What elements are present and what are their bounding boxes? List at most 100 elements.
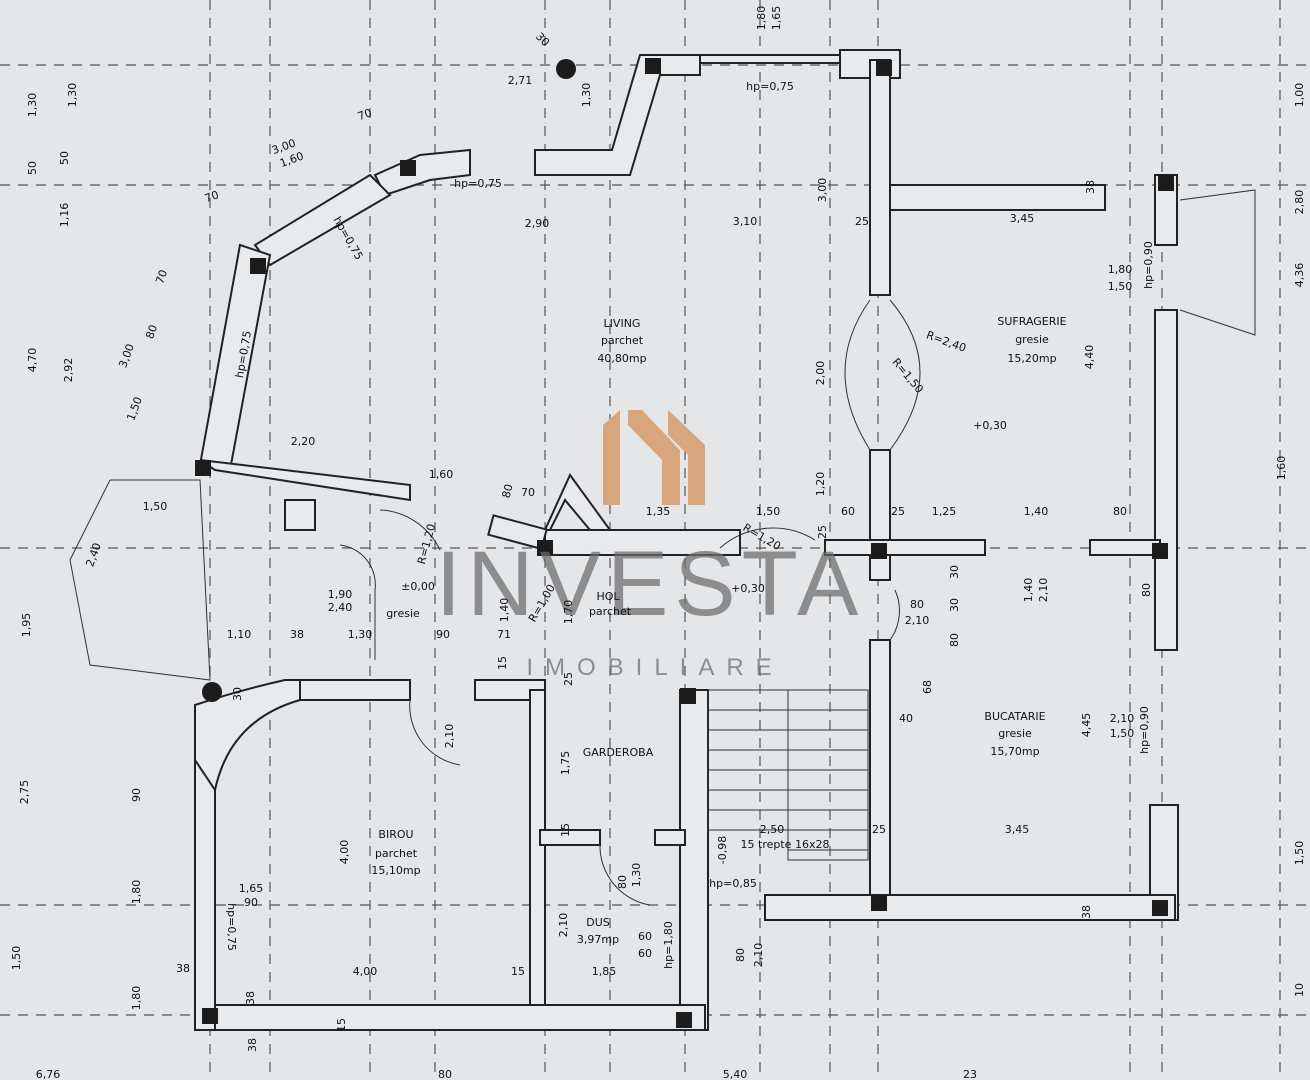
dimension-label: 30 <box>948 598 961 612</box>
dimension-label: 2,71 <box>508 74 533 87</box>
dimension-label: 70 <box>203 188 221 205</box>
dimension-label: 3,00 <box>116 342 137 369</box>
svg-text:HOL: HOL <box>596 590 620 603</box>
dimension-label: 38 <box>246 1038 259 1052</box>
dimension-label: 15 <box>511 965 525 978</box>
dimension-label: 80 <box>948 633 961 647</box>
dimension-label: 3,10 <box>733 215 758 228</box>
logo-mark <box>603 410 620 505</box>
dimension-label: 1,50 <box>1293 841 1306 866</box>
stairs <box>707 689 869 861</box>
dimension-label: 1,50 <box>756 505 781 518</box>
svg-text:gresie: gresie <box>1015 333 1049 346</box>
room-dus: DUS 3,97mp <box>577 916 619 946</box>
dimension-label: 1,85 <box>592 965 617 978</box>
dimension-label: 1,20 <box>814 472 827 497</box>
dimension-label: 80 <box>438 1068 452 1080</box>
dimension-label: 4,36 <box>1293 263 1306 288</box>
dimension-label: 1,80 <box>130 986 143 1011</box>
dimension-label: 1,90 <box>328 588 353 601</box>
dimension-label: 1,30 <box>580 83 593 108</box>
dimension-label: 90 <box>436 628 450 641</box>
dimension-label: 2,75 <box>18 780 31 805</box>
dimension-label: 1,50 <box>1110 727 1135 740</box>
dimension-label: 1,25 <box>932 505 957 518</box>
dimension-label: 1,60 <box>429 468 454 481</box>
dimension-label: 25 <box>872 823 886 836</box>
svg-text:parchet: parchet <box>589 605 632 618</box>
dimension-label: 2,10 <box>1110 712 1135 725</box>
dimension-label: 70 <box>521 486 535 499</box>
dimension-label: 1,65 <box>770 6 783 31</box>
dimension-label: 1,70 <box>562 600 575 625</box>
dimension-label: 1,80 <box>1108 263 1133 276</box>
dimension-label: 1,40 <box>1024 505 1049 518</box>
dimension-label: 2,90 <box>525 217 550 230</box>
annotation: hp=0,75 <box>454 177 502 190</box>
dimension-label: 80 <box>500 483 516 500</box>
dimension-label: 2,20 <box>291 435 316 448</box>
svg-text:SUFRAGERIE: SUFRAGERIE <box>997 315 1066 328</box>
dimension-label: 2,92 <box>62 358 75 383</box>
watermark-brand: INVESTA <box>436 533 865 635</box>
annotation: hp=0,90 <box>1138 706 1151 754</box>
dimension-label: 90 <box>130 788 143 802</box>
dimension-label: 1,00 <box>1293 83 1306 108</box>
dimension-label: 25 <box>816 525 829 539</box>
annotation: hp=0,85 <box>709 877 757 890</box>
svg-text:GARDEROBA: GARDEROBA <box>583 746 654 759</box>
dimension-label: 1,95 <box>20 613 33 638</box>
svg-text:DUS: DUS <box>586 916 610 929</box>
dimension-label: 80 <box>143 323 160 341</box>
svg-text:40,80mp: 40,80mp <box>597 352 646 365</box>
level-mark: ±0,00 <box>401 580 435 593</box>
dimension-label: 4,00 <box>338 840 351 865</box>
dimension-label: 1,35 <box>646 505 671 518</box>
dimension-label: 1,16 <box>58 203 71 228</box>
dimension-label: 40 <box>899 712 913 725</box>
annotation: hp=1,80 <box>662 921 675 969</box>
dimension-label: 15 <box>335 1018 348 1032</box>
dimension-label: 1,30 <box>348 628 373 641</box>
dimension-label: 38 <box>1080 905 1093 919</box>
dimension-label: 80 <box>616 875 629 889</box>
dimension-label: 38 <box>244 991 257 1005</box>
svg-text:BUCATARIE: BUCATARIE <box>984 710 1045 723</box>
svg-text:15,70mp: 15,70mp <box>990 745 1039 758</box>
dimension-label: 71 <box>497 628 511 641</box>
dimension-label: 1,40 <box>498 598 511 623</box>
dimension-label: 15 <box>559 823 572 837</box>
level-marks: ±0,00+0,30+0,30-0,98 <box>401 419 1007 864</box>
dimension-label: 1,30 <box>26 93 39 118</box>
dimension-label: 3,45 <box>1010 212 1035 225</box>
dimension-label: 1,50 <box>143 500 168 513</box>
svg-text:15,10mp: 15,10mp <box>371 864 420 877</box>
dimension-label: 80 <box>1113 505 1127 518</box>
svg-text:parchet: parchet <box>375 847 418 860</box>
dimension-label: 1,40 <box>1022 578 1035 603</box>
room-garderoba: GARDEROBA <box>583 746 654 759</box>
annotation: hp=0,75 <box>225 903 238 951</box>
dimension-label: 1,50 <box>1108 280 1133 293</box>
dimension-label: 30 <box>948 565 961 579</box>
dimension-label: 70 <box>153 268 170 286</box>
dimension-label: 1,10 <box>227 628 252 641</box>
dimension-label: 80 <box>1140 583 1153 597</box>
dimension-label: 50 <box>26 161 39 175</box>
dimension-label: 2,10 <box>557 913 570 938</box>
dimension-label: 2,10 <box>1037 578 1050 603</box>
dimension-label: 6,76 <box>36 1068 61 1080</box>
annotation: hp=0,90 <box>1142 241 1155 289</box>
dimension-label: 38 <box>1084 180 1097 194</box>
dimension-label: 80 <box>910 598 924 611</box>
svg-text:3,97mp: 3,97mp <box>577 933 619 946</box>
dimension-label: 60 <box>841 505 855 518</box>
columns <box>195 58 1174 1028</box>
watermark: INVESTA IMOBILIARE <box>436 410 865 681</box>
dimension-label: 2,00 <box>814 361 827 386</box>
dimension-label: 3,45 <box>1005 823 1030 836</box>
watermark-sub: IMOBILIARE <box>526 654 783 681</box>
